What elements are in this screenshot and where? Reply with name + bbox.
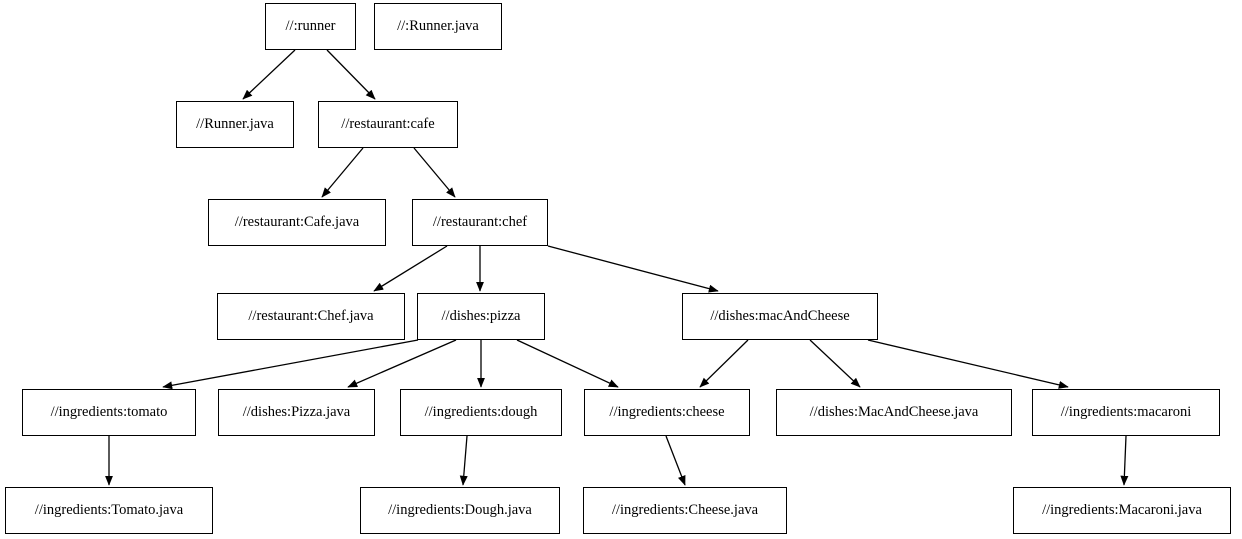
graph-node-label: //ingredients:Tomato.java: [34, 502, 184, 519]
graph-node-dishes_mac_java[interactable]: //dishes:MacAndCheese.java: [776, 389, 1012, 436]
graph-edge-dishes_pizza-to-ing_tomato: [162, 339, 419, 390]
graph-edge-runner-to-runner_java: [242, 49, 296, 100]
graph-node-label: //Runner.java: [196, 116, 274, 133]
graph-edge-restaurant_chef-to-restaurant_chef_java: [373, 245, 448, 292]
graph-node-runner_java[interactable]: //Runner.java: [176, 101, 294, 148]
graph-edge-ing_dough-to-ing_dough_java: [459, 435, 468, 486]
graph-node-label: //:runner: [285, 18, 336, 35]
graph-node-ing_tomato_java[interactable]: //ingredients:Tomato.java: [5, 487, 213, 534]
graph-node-label: //:Runner.java: [397, 18, 479, 35]
graph-node-ing_tomato[interactable]: //ingredients:tomato: [22, 389, 196, 436]
graph-node-restaurant_cafe_java[interactable]: //restaurant:Cafe.java: [208, 199, 386, 246]
graph-node-label: //restaurant:Cafe.java: [234, 214, 360, 231]
graph-node-label: //ingredients:Dough.java: [388, 502, 532, 519]
graph-node-ing_macaroni_java[interactable]: //ingredients:Macaroni.java: [1013, 487, 1231, 534]
graph-edge-dishes_macandcheese-to-ing_macaroni: [867, 339, 1069, 389]
graph-edge-ing_cheese-to-ing_cheese_java: [665, 435, 686, 486]
graph-node-label: //dishes:Pizza.java: [242, 404, 351, 421]
graph-edge-dishes_macandcheese-to-ing_cheese: [699, 339, 749, 388]
graph-node-label: //ingredients:tomato: [50, 404, 168, 421]
graph-node-restaurant_chef[interactable]: //restaurant:chef: [412, 199, 548, 246]
graph-node-label: //restaurant:chef: [432, 214, 528, 231]
graph-node-label: //dishes:pizza: [441, 308, 521, 325]
graph-node-label: //ingredients:macaroni: [1060, 404, 1192, 421]
graph-node-label: //restaurant:cafe: [341, 116, 435, 133]
graph-node-restaurant_cafe[interactable]: //restaurant:cafe: [318, 101, 458, 148]
graph-edge-restaurant_chef-to-dishes_macandcheese: [547, 245, 719, 293]
graph-edge-dishes_pizza-to-dishes_pizza_java: [347, 339, 457, 388]
graph-node-dishes_pizza_java[interactable]: //dishes:Pizza.java: [218, 389, 375, 436]
graph-node-label: //ingredients:Cheese.java: [611, 502, 759, 519]
graph-node-label: //ingredients:cheese: [609, 404, 725, 421]
graph-node-ing_cheese_java[interactable]: //ingredients:Cheese.java: [583, 487, 787, 534]
graph-node-label: //ingredients:Macaroni.java: [1042, 502, 1202, 519]
graph-node-label: //dishes:macAndCheese: [710, 308, 850, 325]
graph-node-runner[interactable]: //:runner: [265, 3, 356, 50]
graph-edge-restaurant_cafe-to-restaurant_cafe_java: [321, 147, 364, 198]
graph-edge-dishes_macandcheese-to-dishes_mac_java: [809, 339, 861, 388]
graph-edge-ing_macaroni-to-ing_macaroni_java: [1120, 435, 1129, 486]
graph-node-ing_macaroni[interactable]: //ingredients:macaroni: [1032, 389, 1220, 436]
graph-edge-runner-to-restaurant_cafe: [326, 49, 376, 100]
graph-node-label: //ingredients:dough: [424, 404, 538, 421]
graph-edge-restaurant_cafe-to-restaurant_chef: [413, 147, 456, 198]
graph-node-runner_java_root[interactable]: //:Runner.java: [374, 3, 502, 50]
graph-node-ing_cheese[interactable]: //ingredients:cheese: [584, 389, 750, 436]
graph-edge-dishes_pizza-to-ing_cheese: [516, 339, 619, 388]
graph-node-ing_dough[interactable]: //ingredients:dough: [400, 389, 562, 436]
graph-node-label: //restaurant:Chef.java: [248, 308, 374, 325]
graph-node-restaurant_chef_java[interactable]: //restaurant:Chef.java: [217, 293, 405, 340]
graph-node-label: //dishes:MacAndCheese.java: [809, 404, 979, 421]
graph-node-dishes_pizza[interactable]: //dishes:pizza: [417, 293, 545, 340]
graph-node-ing_dough_java[interactable]: //ingredients:Dough.java: [360, 487, 560, 534]
graph-node-dishes_macandcheese[interactable]: //dishes:macAndCheese: [682, 293, 878, 340]
